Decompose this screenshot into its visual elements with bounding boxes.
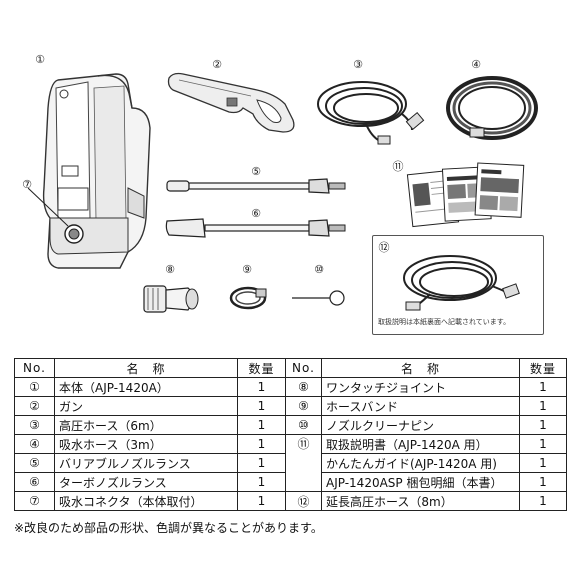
extension-hose-illustration	[403, 255, 520, 311]
label-6: ⑥	[251, 207, 261, 220]
row-no: ②	[14, 396, 55, 416]
table-row: ③ 高圧ホース（6m） 1 ⑩ ノズルクリーナピン 1	[14, 415, 567, 435]
row-qty: 1	[237, 472, 286, 492]
row-qty: 1	[237, 377, 286, 397]
header-name-right: 名 称	[321, 358, 520, 378]
row-no: ⑪	[285, 434, 322, 492]
table-row: ① 本体（AJP-1420A） 1 ⑧ ワンタッチジョイント 1	[14, 377, 567, 397]
label-9: ⑨	[242, 263, 252, 276]
row-name: 高圧ホース（6m）	[54, 415, 238, 435]
row-qty: 1	[237, 491, 286, 511]
row-no: ⑫	[285, 491, 322, 511]
row-no: ⑤	[14, 453, 55, 473]
row-qty: 1	[237, 415, 286, 435]
label-3: ③	[353, 58, 363, 71]
suction-hose-illustration	[446, 76, 538, 140]
row-no: ①	[14, 377, 55, 397]
label-10: ⑩	[314, 263, 324, 276]
label-11: ⑪	[392, 160, 404, 173]
row-name: 延長高圧ホース（8m）	[321, 491, 520, 511]
row-name: ノズルクリーナピン	[321, 415, 520, 435]
header-qty-right: 数量	[519, 358, 567, 378]
one-touch-joint-illustration	[143, 285, 199, 313]
row-qty: 1	[519, 434, 567, 454]
row-qty: 1	[519, 453, 567, 473]
high-pressure-hose-illustration	[317, 81, 425, 145]
parts-table: No. 名 称 数量 No. 名 称 数量 ① 本体（AJP-1420A） 1 …	[14, 358, 567, 511]
row-no: ③	[14, 415, 55, 435]
turbo-nozzle-lance-illustration	[165, 218, 346, 238]
manuals-illustration	[406, 162, 525, 228]
row-no: ④	[14, 434, 55, 454]
row-no: ⑦	[14, 491, 55, 511]
label-7: ⑦	[22, 178, 32, 191]
footnote: ※改良のため部品の形状、色調が異なることがあります。	[14, 521, 323, 535]
row-qty: 1	[237, 434, 286, 454]
row-qty: 1	[519, 472, 567, 492]
extension-hose-box	[372, 235, 544, 335]
row-name: 取扱説明書（AJP-1420A 用）	[321, 434, 520, 454]
row-name: 吸水コネクタ（本体取付）	[54, 491, 238, 511]
row-no: ⑧	[285, 377, 322, 397]
washer-body-illustration	[28, 73, 151, 269]
row-qty: 1	[519, 377, 567, 397]
row-name: ターボノズルランス	[54, 472, 238, 492]
header-name-left: 名 称	[54, 358, 238, 378]
row-name: バリアブルノズルランス	[54, 453, 238, 473]
row-qty: 1	[237, 396, 286, 416]
header-no-left: No.	[14, 358, 55, 378]
row-qty: 1	[519, 415, 567, 435]
label-5: ⑤	[251, 165, 261, 178]
row-no: ⑨	[285, 396, 322, 416]
label-1: ①	[35, 53, 45, 66]
row-name: 本体（AJP-1420A）	[54, 377, 238, 397]
row-name: ホースバンド	[321, 396, 520, 416]
row-qty: 1	[519, 396, 567, 416]
hose-band-illustration	[229, 286, 267, 310]
table-header-row: No. 名 称 数量 No. 名 称 数量	[14, 358, 567, 378]
row-no: ⑩	[285, 415, 322, 435]
row-qty: 1	[519, 491, 567, 511]
header-no-right: No.	[285, 358, 322, 378]
label-12: ⑫	[378, 241, 390, 254]
row-name: かんたんガイド(AJP-1420A 用)	[321, 453, 520, 473]
row-no: ⑥	[14, 472, 55, 492]
table-row: ② ガン 1 ⑨ ホースバンド 1	[14, 396, 567, 416]
row-name: AJP-1420ASP 梱包明細（本書）	[321, 472, 520, 492]
row-name: ガン	[54, 396, 238, 416]
table-row: ⑤ バリアブルノズルランス 1 かんたんガイド(AJP-1420A 用) 1	[14, 453, 567, 473]
row-name: 吸水ホース（3m）	[54, 434, 238, 454]
label-8: ⑧	[165, 263, 175, 276]
row-qty: 1	[237, 453, 286, 473]
table-row: ④ 吸水ホース（3m） 1 ⑪ 取扱説明書（AJP-1420A 用） 1	[14, 434, 567, 492]
header-qty-left: 数量	[237, 358, 286, 378]
label-2: ②	[212, 58, 222, 71]
variable-nozzle-lance-illustration	[166, 178, 346, 194]
nozzle-cleaner-pin-illustration	[292, 290, 345, 306]
table-row: ⑦ 吸水コネクタ（本体取付） 1 ⑫ 延長高圧ホース（8m） 1	[14, 491, 567, 511]
row-name: ワンタッチジョイント	[321, 377, 520, 397]
label-4: ④	[471, 58, 481, 71]
extension-hose-caption: 取扱説明は本紙裏面へ記載されています。	[378, 318, 511, 326]
gun-illustration	[167, 72, 295, 133]
